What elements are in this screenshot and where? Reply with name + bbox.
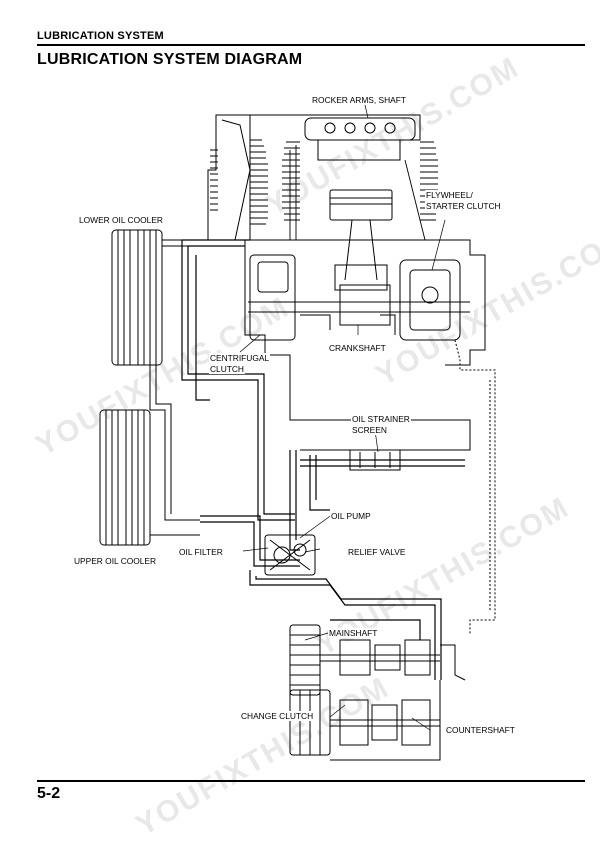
label-rocker-arms: ROCKER ARMS, SHAFT	[311, 95, 407, 105]
footer-rule	[37, 780, 585, 782]
label-lower-oil-cooler: LOWER OIL COOLER	[78, 215, 164, 225]
label-relief-valve: RELIEF VALVE	[347, 547, 407, 557]
cylinder-fins	[210, 139, 438, 241]
lower-oil-cooler	[111, 229, 200, 521]
page-title: LUBRICATION SYSTEM DIAGRAM	[37, 51, 303, 68]
label-centrifugal-2: CLUTCH	[209, 364, 245, 374]
transmission	[289, 624, 466, 761]
cylinder-head	[207, 114, 421, 241]
piston	[329, 189, 393, 291]
section-header: LUBRICATION SYSTEM	[37, 30, 164, 42]
label-crankshaft: CRANKSHAFT	[328, 343, 387, 353]
label-countershaft: COUNTERSHAFT	[445, 725, 516, 735]
lubrication-diagram	[99, 104, 496, 761]
label-oil-strainer-2: SCREEN	[351, 425, 388, 435]
label-flywheel-2: STARTER CLUTCH	[425, 201, 502, 211]
label-oil-strainer-1: OIL STRAINER	[351, 414, 411, 424]
label-centrifugal-1: CENTRIFUGAL	[209, 353, 271, 363]
oil-passages	[181, 239, 465, 680]
page-number: 5-2	[37, 785, 61, 802]
crankcase	[244, 239, 486, 451]
oil-pump-assembly	[264, 449, 401, 576]
return-lines	[250, 114, 496, 635]
header-rule	[37, 44, 585, 46]
label-oil-filter: OIL FILTER	[178, 547, 224, 557]
label-mainshaft: MAINSHAFT	[328, 628, 379, 638]
label-change-clutch: CHANGE CLUTCH	[240, 711, 315, 721]
upper-oil-cooler	[99, 409, 200, 546]
label-flywheel-1: FLYWHEEL/	[425, 190, 474, 200]
label-oil-pump: OIL PUMP	[330, 511, 372, 521]
label-upper-oil-cooler: UPPER OIL COOLER	[73, 556, 158, 566]
